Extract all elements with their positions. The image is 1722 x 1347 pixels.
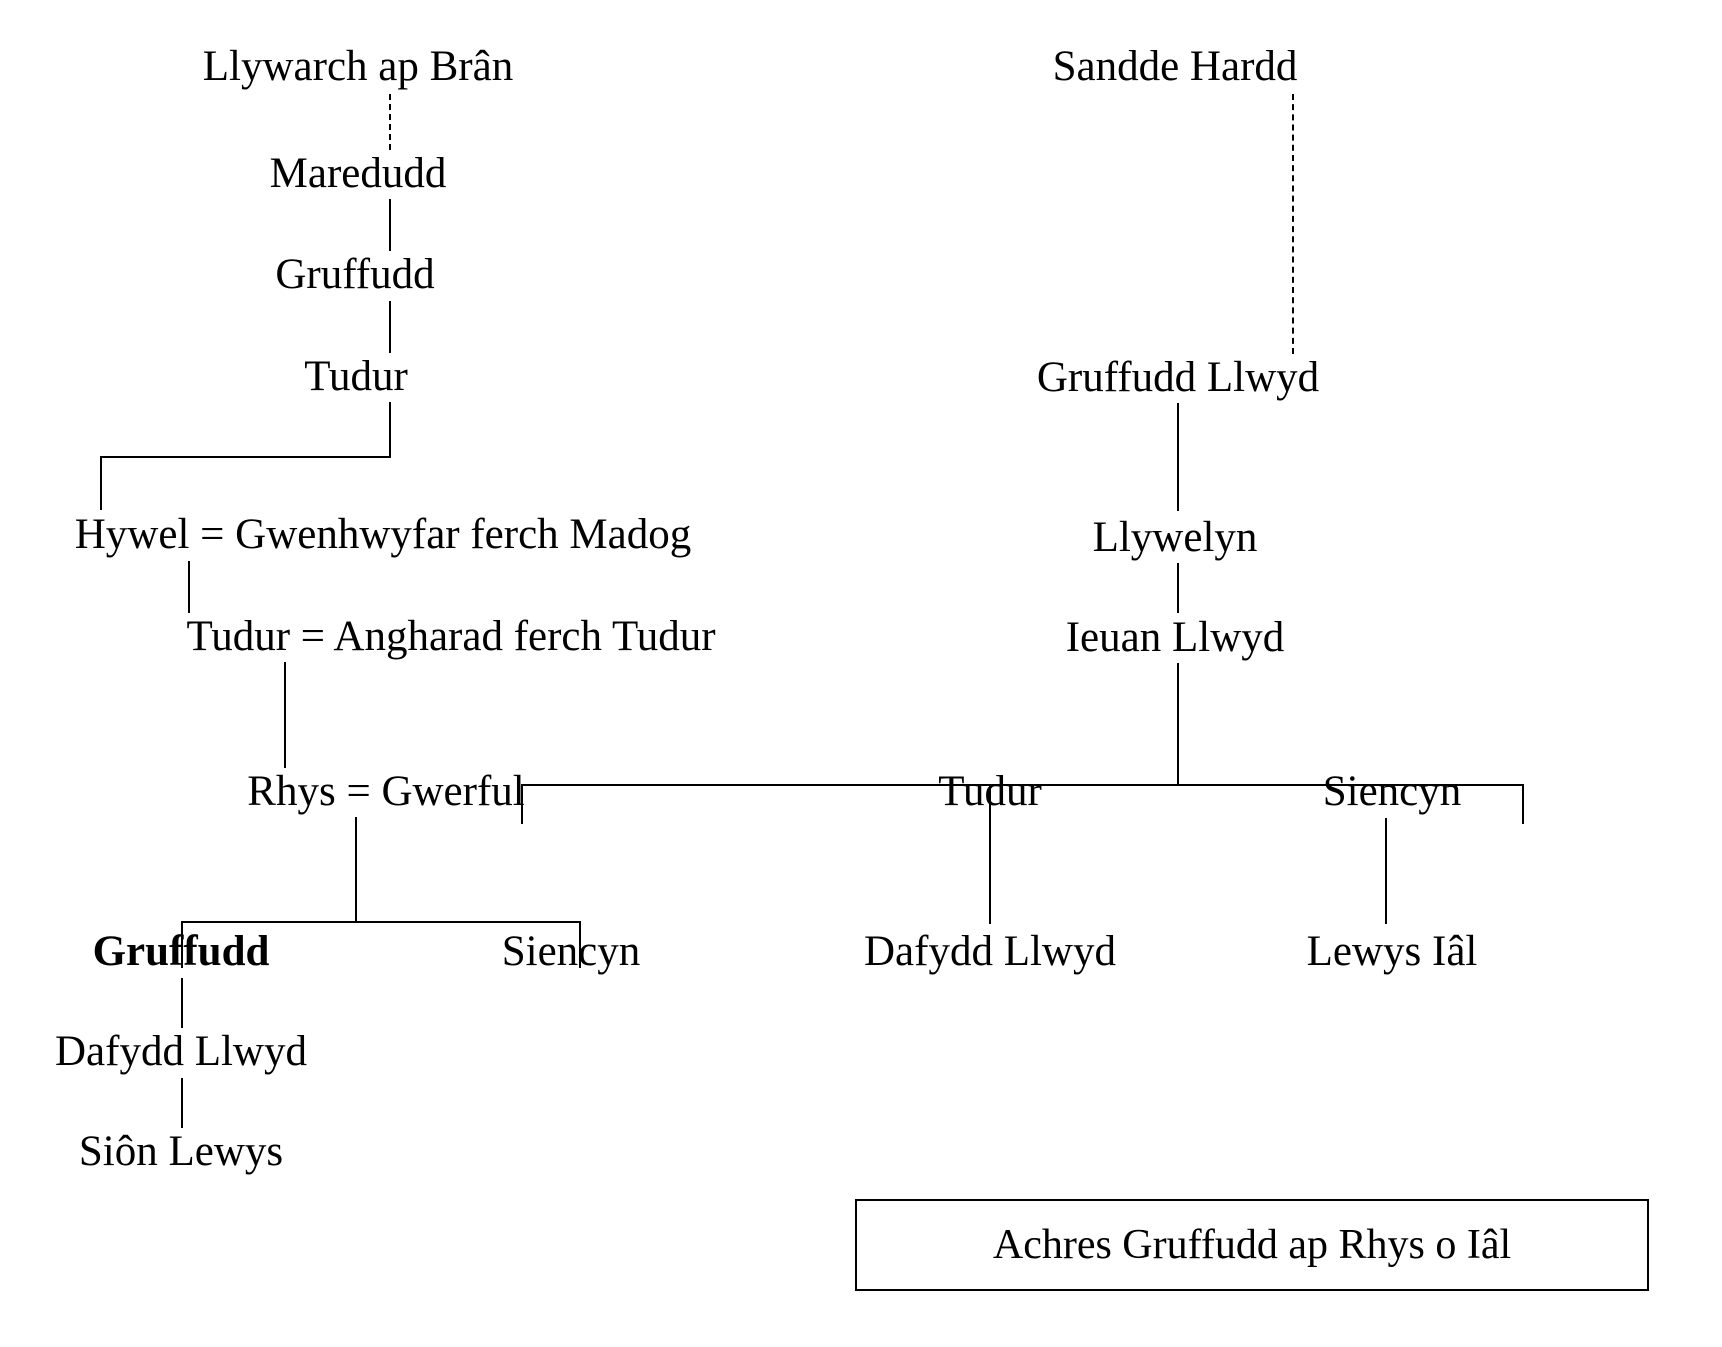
node-sandde-hardd: Sandde Hardd xyxy=(1052,43,1298,90)
edge-bus-to-tudur3 xyxy=(989,784,991,824)
edge-dafydd2-to-sion xyxy=(181,1078,183,1128)
node-llywarch-ap-bran: Llywarch ap Brân xyxy=(202,43,514,90)
node-tudur-angharad-marriage: Tudur = Angharad ferch Tudur xyxy=(186,613,716,660)
edge-siencyn1-to-lewys xyxy=(1385,818,1387,924)
edge-maredudd-to-gruffudd xyxy=(389,199,391,251)
node-hywel-gwenhwyfar-marriage: Hywel = Gwenhwyfar ferch Madog xyxy=(74,511,692,558)
node-rhys-gwerful-marriage: Rhys = Gwerful xyxy=(247,768,525,815)
caption-box: Achres Gruffudd ap Rhys o Iâl xyxy=(855,1199,1649,1291)
node-tudur-upper: Tudur xyxy=(304,353,408,400)
node-lewys-ial: Lewys Iâl xyxy=(1306,928,1478,975)
edge-rhys-to-bus xyxy=(355,817,357,922)
node-siencyn-ieuan-son: Siencyn xyxy=(1322,768,1462,815)
edge-tudur2-to-rhys xyxy=(284,662,286,768)
caption-text: Achres Gruffudd ap Rhys o Iâl xyxy=(992,1222,1512,1268)
edge-tudur-to-hywel-segment-drop xyxy=(100,456,102,510)
node-gruffudd-upper: Gruffudd xyxy=(275,251,435,298)
node-sion-lewys: Siôn Lewys xyxy=(78,1128,284,1175)
edge-tudur-to-hywel-segment-down xyxy=(389,402,391,456)
node-tudur-ieuan-son: Tudur xyxy=(938,768,1042,815)
edge-bus-to-siencyn1 xyxy=(1522,784,1524,824)
node-gruffudd-subject: Gruffudd xyxy=(92,928,270,975)
node-ieuan-llwyd: Ieuan Llwyd xyxy=(1065,614,1285,661)
edge-sandde-to-gruffudd-llwyd xyxy=(1292,94,1294,354)
edge-llywelyn-to-ieuan xyxy=(1177,563,1179,613)
edge-ieuan-to-bus xyxy=(1177,663,1179,785)
edge-bus-to-gwerful xyxy=(521,784,523,824)
edge-gruffudd2-to-dafydd2 xyxy=(181,978,183,1028)
edge-tudur-to-hywel-segment-across xyxy=(100,456,391,458)
edge-gruffudd-llwyd-to-llywelyn xyxy=(1177,403,1179,511)
sibling-bus-rhys xyxy=(181,921,581,923)
node-dafydd-llwyd-left: Dafydd Llwyd xyxy=(55,1028,307,1075)
edge-bus-to-gruffudd2 xyxy=(181,921,183,968)
node-dafydd-llwyd-right: Dafydd Llwyd xyxy=(864,928,1116,975)
edge-tudur3-to-dafydd1 xyxy=(989,818,991,924)
sibling-bus-ieuan xyxy=(521,784,1524,786)
node-gruffudd-llwyd: Gruffudd Llwyd xyxy=(1036,354,1320,401)
edge-gruffudd-to-tudur xyxy=(389,301,391,353)
node-maredudd: Maredudd xyxy=(269,150,447,197)
node-siencyn-rhys-son: Siencyn xyxy=(501,928,641,975)
edge-llywarch-to-maredudd xyxy=(389,94,391,150)
node-llywelyn: Llywelyn xyxy=(1092,514,1258,561)
edge-hywel-to-tudur2 xyxy=(188,561,190,613)
edge-bus-to-siencyn2 xyxy=(579,921,581,968)
